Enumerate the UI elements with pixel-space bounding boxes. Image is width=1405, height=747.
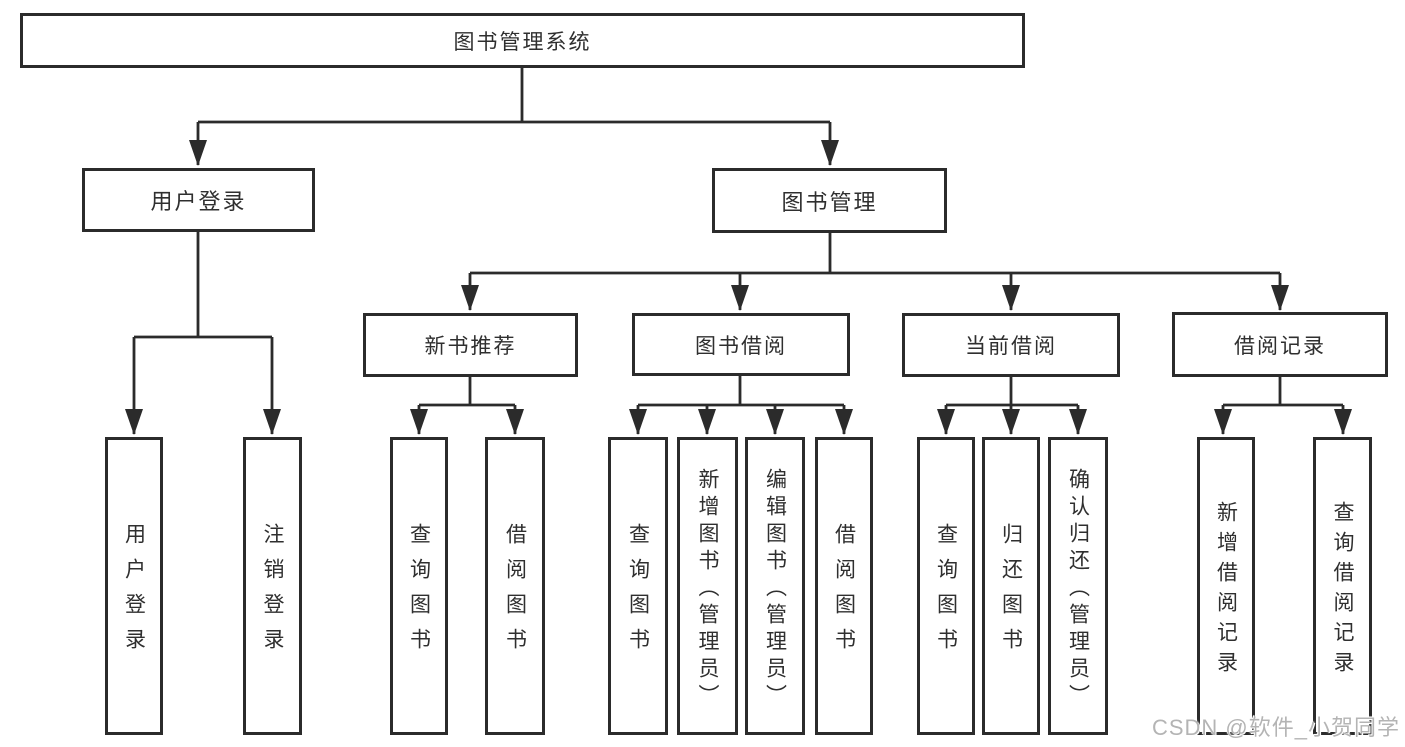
node-borrowing-records: 借阅记录 — [1172, 312, 1388, 377]
node-label: 查询借阅记录 — [1331, 500, 1354, 681]
node-label: 图书借阅 — [695, 334, 787, 358]
node-user-login-action: 用户登录 — [105, 437, 163, 735]
node-book-borrowing: 图书借阅 — [632, 313, 850, 376]
node-label: 注销登录 — [261, 523, 284, 663]
node-label: 新书推荐 — [424, 335, 517, 358]
node-label: 新增借阅记录 — [1214, 500, 1238, 681]
node-library-management-system: 图书管理系统 — [20, 13, 1025, 68]
node-current-return-books: 归还图书 — [982, 437, 1040, 735]
node-borrowing-add-books-admin: 新增图书（管理员） — [677, 437, 738, 735]
node-new-book-recommendation: 新书推荐 — [363, 313, 578, 377]
node-label: 当前借阅 — [965, 335, 1057, 358]
node-book-management: 图书管理 — [712, 168, 947, 233]
node-label: 查询图书 — [407, 523, 431, 663]
node-label: 图书管理系统 — [453, 30, 592, 54]
node-label: 图书管理 — [781, 189, 878, 215]
node-records-add-record: 新增借阅记录 — [1197, 437, 1255, 735]
node-label: 借阅图书 — [832, 523, 856, 663]
node-label: 归还图书 — [999, 523, 1023, 663]
node-label: 编辑图书（管理员） — [763, 467, 787, 711]
node-label: 确认归还（管理员） — [1066, 467, 1090, 711]
node-recommend-query-books: 查询图书 — [390, 437, 448, 735]
node-label: 查询图书 — [626, 523, 650, 663]
node-user-login: 用户登录 — [82, 168, 315, 232]
node-borrowing-query-books: 查询图书 — [608, 437, 668, 735]
node-records-query-record: 查询借阅记录 — [1313, 437, 1372, 735]
node-label: 借阅图书 — [503, 523, 527, 663]
node-current-confirm-return-admin: 确认归还（管理员） — [1048, 437, 1108, 735]
csdn-watermark: CSDN @软件_小贺同学 — [1151, 715, 1400, 740]
node-logout-action: 注销登录 — [243, 437, 302, 735]
node-label: 查询图书 — [934, 523, 958, 663]
node-current-query-books: 查询图书 — [917, 437, 975, 735]
node-label: 新增图书（管理员） — [696, 467, 719, 711]
node-borrowing-borrow-books: 借阅图书 — [815, 437, 873, 735]
node-label: 用户登录 — [150, 189, 247, 214]
node-current-borrowing: 当前借阅 — [902, 313, 1120, 377]
node-label: 借阅记录 — [1234, 334, 1326, 358]
node-recommend-borrow-books: 借阅图书 — [485, 437, 545, 735]
node-label: 用户登录 — [122, 523, 146, 663]
node-borrowing-edit-books-admin: 编辑图书（管理员） — [745, 437, 805, 735]
